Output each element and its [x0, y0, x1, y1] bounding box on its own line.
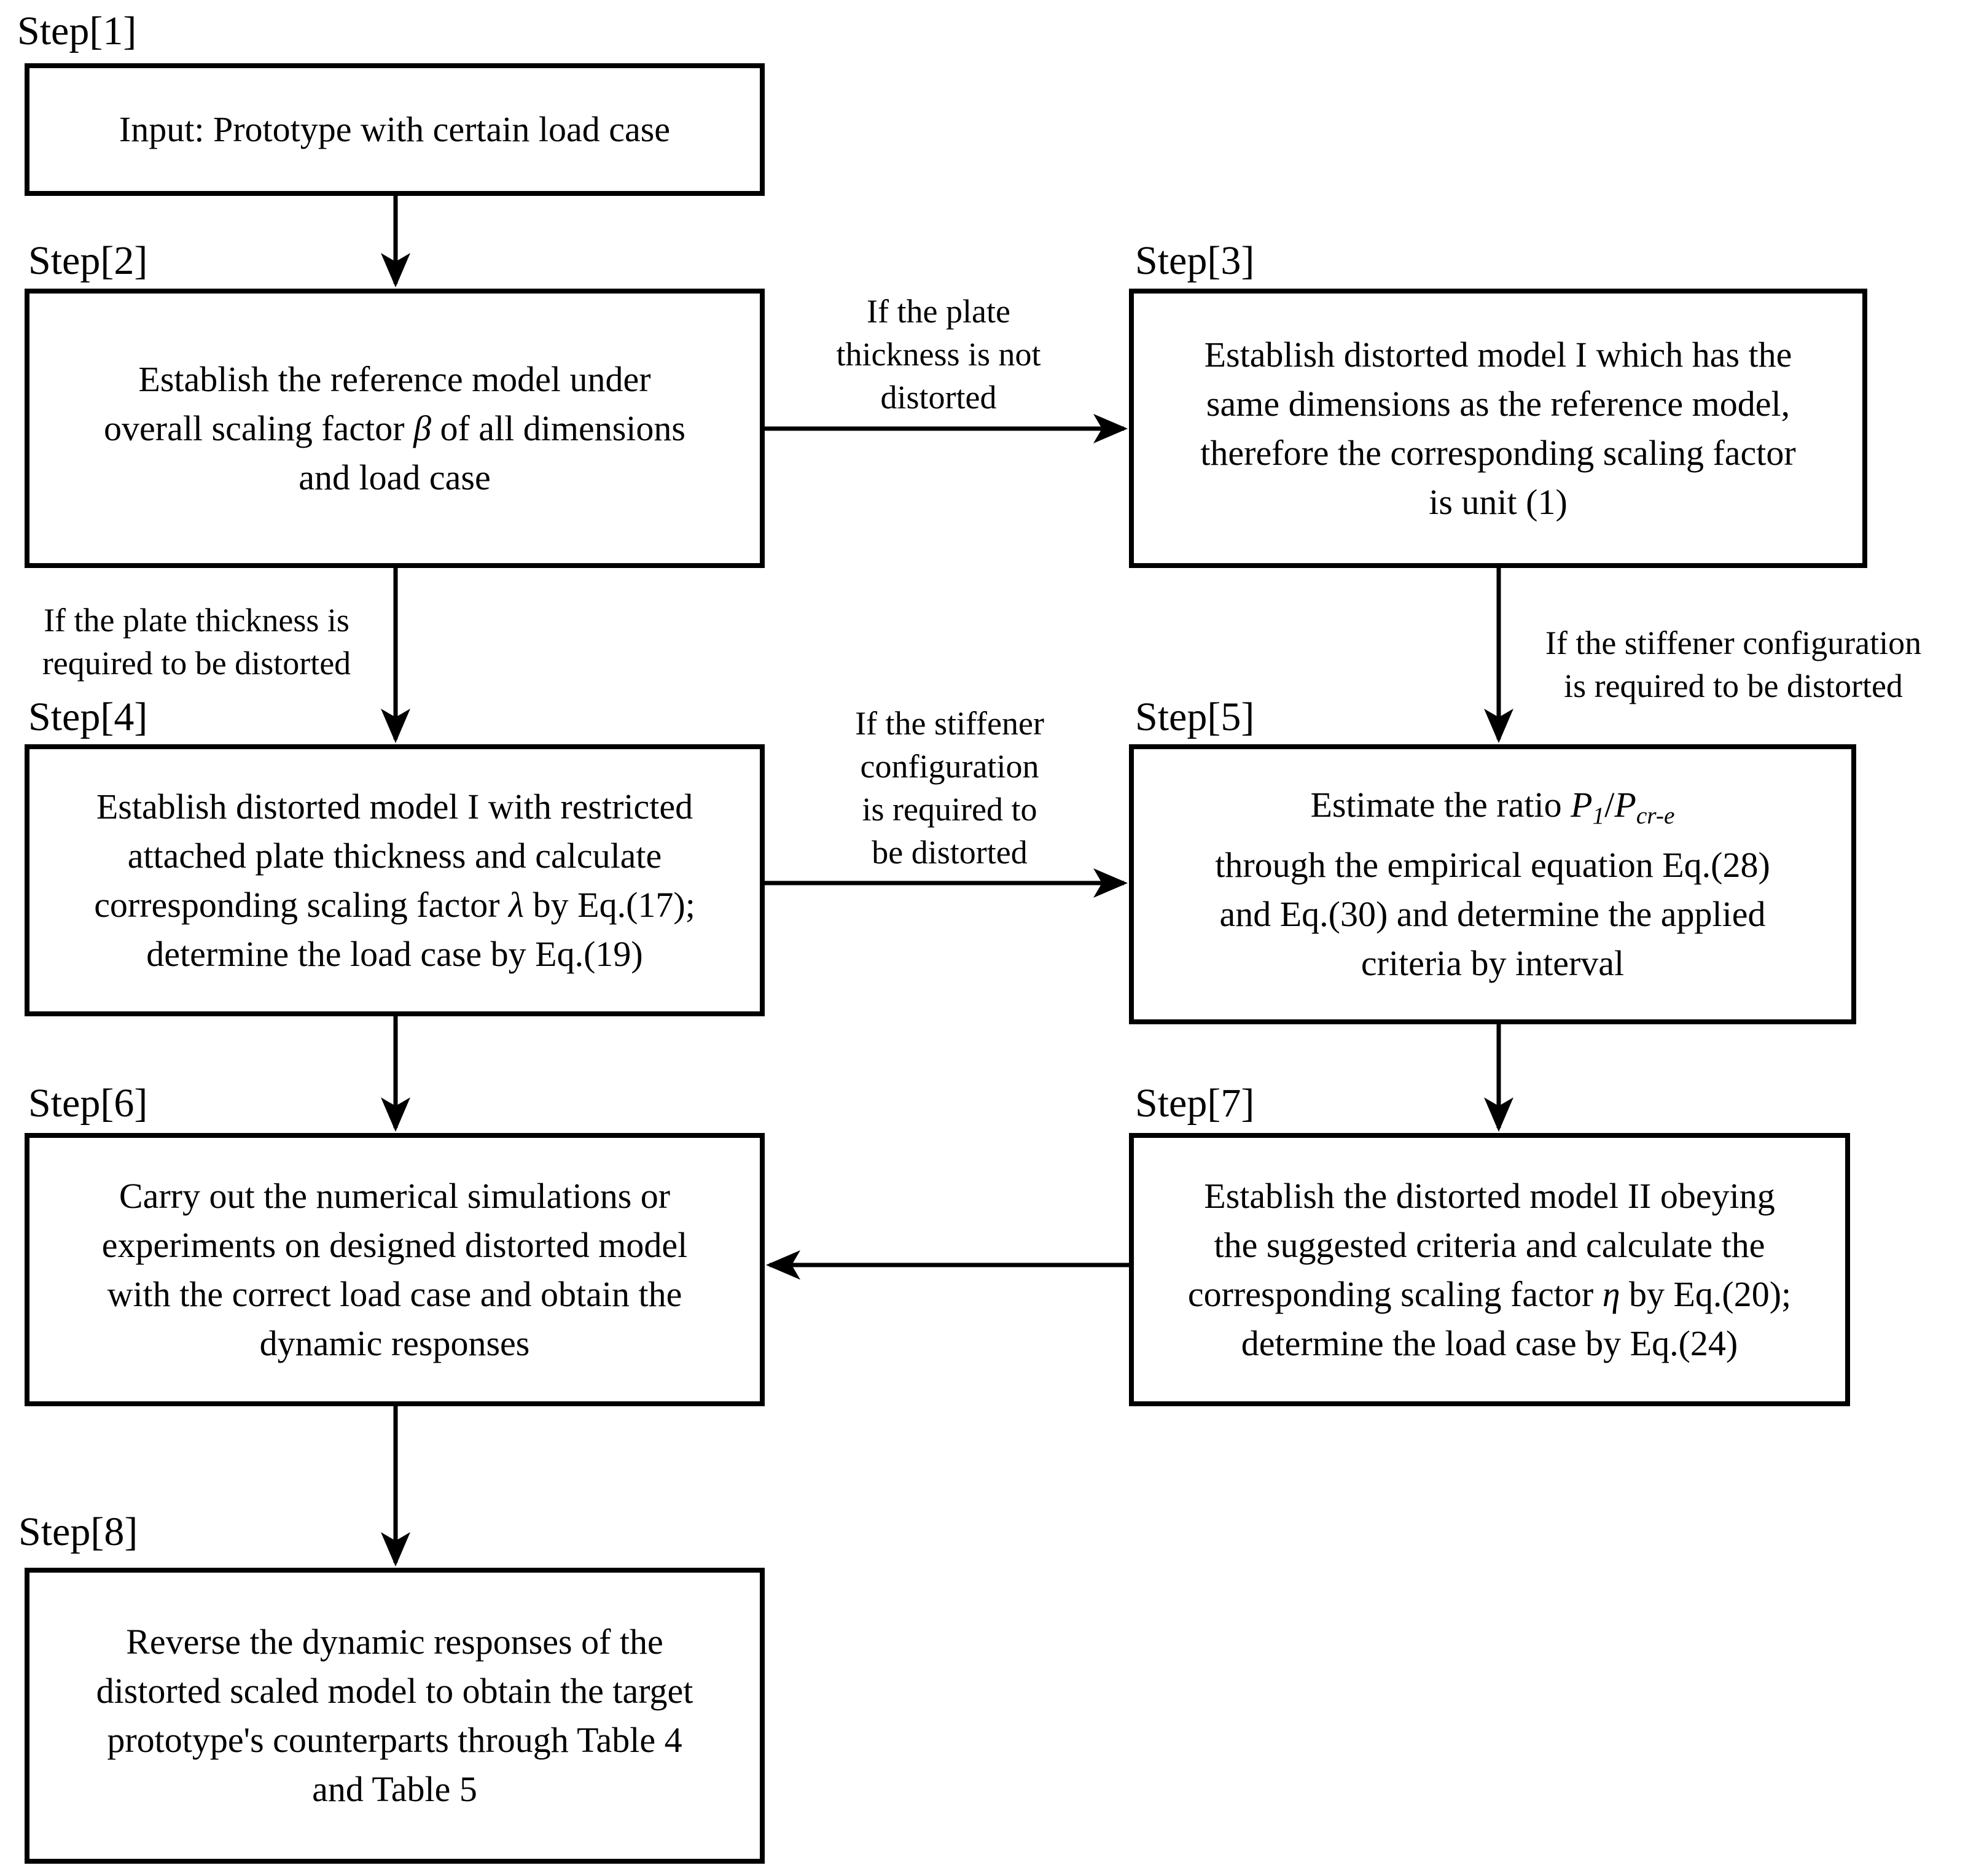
step1-box: Input: Prototype with certain load case [25, 63, 765, 196]
step7-label: Step[7] [1135, 1081, 1255, 1126]
edge-label-stiffener-distorted-mid: If the stiffener configuration is requir… [855, 705, 1044, 871]
step6-label: Step[6] [28, 1081, 148, 1126]
step7-box: Establish the distorted model II obeying… [1129, 1133, 1850, 1406]
step4-label: Step[4] [28, 695, 148, 739]
edge-label-plate-distorted: If the plate thickness is required to be… [42, 602, 351, 682]
edge-label-stiffener-distorted-right: If the stiffener configuration is requir… [1545, 625, 1922, 704]
step5-label: Step[5] [1135, 695, 1255, 739]
step3-label: Step[3] [1135, 238, 1255, 283]
step2-label: Step[2] [28, 238, 148, 283]
step3-box: Establish distorted model I which has th… [1129, 289, 1867, 568]
step8-label: Step[8] [18, 1509, 138, 1554]
step1-label: Step[1] [17, 9, 137, 53]
edge-label-plate-not-distorted: If the plate thickness is not distorted [836, 293, 1041, 416]
step4-box: Establish distorted model I with restric… [25, 744, 765, 1016]
